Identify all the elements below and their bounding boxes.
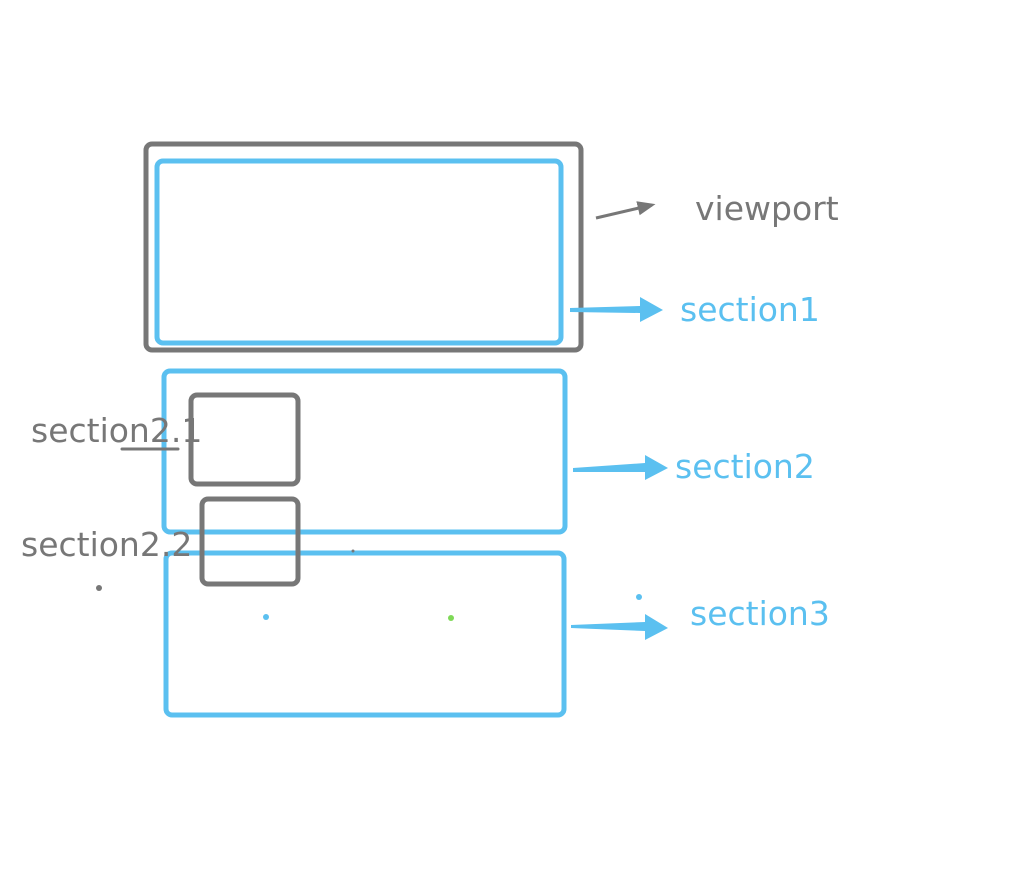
stray-dot xyxy=(636,594,642,600)
section2-label: section2 xyxy=(675,447,815,486)
stray-dot xyxy=(263,614,269,620)
section3-label: section3 xyxy=(690,594,830,633)
viewport-box xyxy=(143,141,584,353)
section2-2-label: section2.2 xyxy=(21,525,192,564)
section3-arrow xyxy=(571,614,668,640)
section2-arrow xyxy=(573,455,668,480)
section2-1-label: section2.1 xyxy=(31,411,202,450)
stray-dot xyxy=(351,549,355,553)
section1-arrow xyxy=(570,297,663,322)
viewport-arrow xyxy=(595,201,656,220)
section2-box xyxy=(161,368,568,535)
section2-2-box xyxy=(199,496,301,587)
section1-box xyxy=(154,158,564,346)
section1-label: section1 xyxy=(680,290,820,329)
section3-box xyxy=(163,550,567,718)
section2-1-box xyxy=(188,392,301,487)
viewport-label: viewport xyxy=(695,189,839,228)
stray-dot xyxy=(96,585,102,591)
stray-dot xyxy=(448,615,454,621)
